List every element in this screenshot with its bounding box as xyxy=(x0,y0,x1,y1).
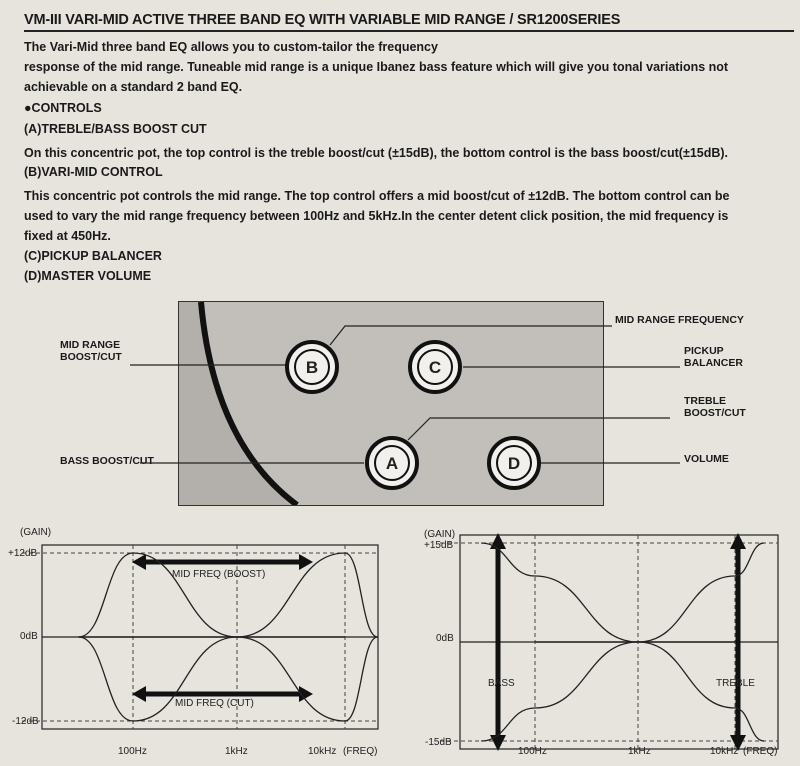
label-pickup-line2: BALANCER xyxy=(684,357,743,369)
treble-arrowhead-down xyxy=(730,735,746,751)
knob-b-label: B xyxy=(306,358,318,377)
knob-c-label: C xyxy=(429,358,441,377)
eq-curve-1 xyxy=(481,542,735,643)
mid-eq-xtick-1khz: 1kHz xyxy=(225,746,248,757)
mid-eq-xtick-100hz: 100Hz xyxy=(118,746,147,757)
bass-treble-annotation-bass: BASS xyxy=(488,678,515,689)
label-volume: VOLUME xyxy=(684,453,729,465)
intro-line-3: achievable on a standard 2 band EQ. xyxy=(24,80,243,94)
label-treble-line1: TREBLE xyxy=(684,395,726,407)
section-d-heading: (D)MASTER VOLUME xyxy=(24,269,152,283)
mid-eq-ylabel: (GAIN) xyxy=(20,527,51,538)
eq-curve-4 xyxy=(535,641,765,742)
knob-b[interactable]: B xyxy=(282,337,342,397)
bass-treble-series xyxy=(481,542,765,742)
intro-line-2: response of the mid range. Tuneable mid … xyxy=(24,60,729,74)
mid-eq-ytick-bottom: -12dB xyxy=(12,716,39,727)
mid-freq-cut-arrowhead-right xyxy=(299,686,313,702)
mid-eq-xlabel: (FREQ) xyxy=(343,746,377,757)
knob-a[interactable]: A xyxy=(362,433,422,493)
label-treble-line2: BOOST/CUT xyxy=(684,407,746,419)
knob-c[interactable]: C xyxy=(405,337,465,397)
bass-treble-xtick-10khz: 10kHz xyxy=(710,746,738,757)
mid-eq-xtick-10khz: 10kHz xyxy=(308,746,336,757)
intro-line-1: The Vari-Mid three band EQ allows you to… xyxy=(24,40,438,54)
mid-eq-chart: (GAIN) (FREQ) +12dB 0dB -12dB 100Hz 1kHz… xyxy=(8,527,379,757)
label-mid-range-frequency: MID RANGE FREQUENCY xyxy=(615,314,744,326)
eq-curve-2 xyxy=(481,641,735,742)
section-a-heading: (A)TREBLE/BASS BOOST CUT xyxy=(24,122,207,136)
section-b-heading: (B)VARI-MID CONTROL xyxy=(24,165,163,179)
bass-treble-ytick-zero: 0dB xyxy=(436,633,454,644)
eq-curve-4 xyxy=(78,636,378,722)
knob-a-label: A xyxy=(386,454,398,473)
bass-arrowhead-down xyxy=(490,735,506,751)
bass-treble-ytick-bottom: -15dB xyxy=(425,737,452,748)
eq-curve-3 xyxy=(78,636,345,722)
bass-treble-xlabel: (FREQ) xyxy=(743,746,777,757)
label-mid-range-line2: BOOST/CUT xyxy=(60,351,122,363)
bass-treble-ylabel: (GAIN) xyxy=(424,529,455,540)
section-a-body: On this concentric pot, the top control … xyxy=(24,146,729,160)
eq-curve-3 xyxy=(535,542,765,643)
mid-eq-annotation-cut: MID FREQ (CUT) xyxy=(175,698,254,709)
knob-d-label: D xyxy=(508,454,520,473)
section-b-body-2: used to vary the mid range frequency bet… xyxy=(24,209,729,223)
mid-eq-annotation-boost: MID FREQ (BOOST) xyxy=(172,569,265,580)
bass-treble-ytick-top: +15dB xyxy=(424,540,454,551)
controls-heading: ●CONTROLS xyxy=(24,101,102,115)
bass-treble-xtick-100hz: 100Hz xyxy=(518,746,547,757)
label-pickup-balancer: PICKUP BALANCER xyxy=(684,345,743,369)
treble-arrowhead-up xyxy=(730,533,746,549)
mid-freq-boost-arrowhead-right xyxy=(299,554,313,570)
bass-arrowhead-up xyxy=(490,533,506,549)
mid-freq-boost-arrowhead-left xyxy=(132,554,146,570)
section-b-body-3: fixed at 450Hz. xyxy=(24,229,111,243)
knob-d[interactable]: D xyxy=(484,433,544,493)
section-b-body-1: This concentric pot controls the mid ran… xyxy=(24,189,730,203)
mid-eq-ytick-zero: 0dB xyxy=(20,631,38,642)
mid-eq-ytick-top: +12dB xyxy=(8,548,38,559)
label-mid-range-line1: MID RANGE xyxy=(60,339,121,351)
label-bass-boost-cut: BASS BOOST/CUT xyxy=(60,455,154,467)
bass-treble-annotation-treble: TREBLE xyxy=(716,678,755,689)
mid-freq-cut-arrowhead-left xyxy=(132,686,146,702)
mid-eq-series xyxy=(78,552,378,722)
eq-curve-2 xyxy=(78,552,378,638)
label-pickup-line1: PICKUP xyxy=(684,345,724,357)
page-title: VM-III VARI-MID ACTIVE THREE BAND EQ WIT… xyxy=(24,12,794,32)
bass-treble-xtick-1khz: 1kHz xyxy=(628,746,651,757)
bass-treble-chart: (GAIN) (FREQ) +15dB 0dB -15dB 100Hz 1kHz… xyxy=(424,529,779,757)
label-treble-boost-cut: TREBLE BOOST/CUT xyxy=(684,395,746,419)
section-c-heading: (C)PICKUP BALANCER xyxy=(24,249,162,263)
label-mid-range-boost-cut: MID RANGE BOOST/CUT xyxy=(60,339,122,363)
